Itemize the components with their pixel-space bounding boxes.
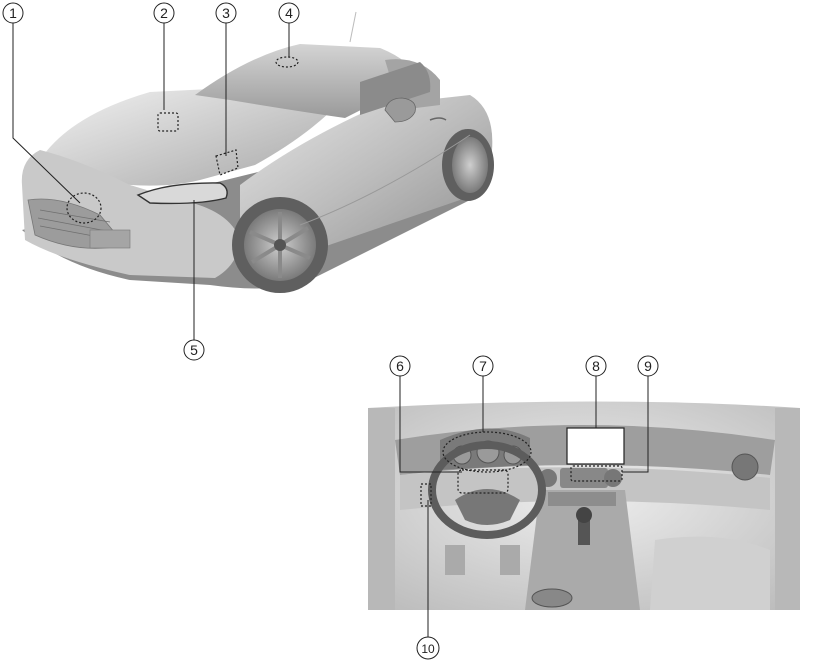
callout-4: 4 <box>278 2 300 24</box>
marker-6 <box>457 469 509 494</box>
svg-text:2: 2 <box>160 5 168 21</box>
callout-10: 10 <box>416 636 440 660</box>
callout-2: 2 <box>153 2 175 24</box>
callout-1: 1 <box>2 2 24 24</box>
marker-10 <box>420 483 432 507</box>
callout-7: 7 <box>472 355 494 377</box>
leader-lines <box>12 23 649 637</box>
center-display <box>566 427 625 465</box>
callout-5: 5 <box>183 339 205 361</box>
callout-6: 6 <box>389 355 411 377</box>
exterior-car-illustration <box>21 11 494 293</box>
callout-3: 3 <box>215 2 237 24</box>
svg-text:10: 10 <box>421 642 435 656</box>
svg-text:5: 5 <box>190 342 198 358</box>
svg-text:4: 4 <box>285 5 293 21</box>
callout-8: 8 <box>585 355 607 377</box>
marker-7 <box>442 431 532 473</box>
marker-3 <box>215 149 239 176</box>
svg-text:7: 7 <box>479 358 487 374</box>
callout-9: 9 <box>637 355 659 377</box>
svg-text:8: 8 <box>592 358 600 374</box>
svg-text:1: 1 <box>9 5 17 21</box>
svg-text:9: 9 <box>644 358 652 374</box>
svg-text:6: 6 <box>396 358 404 374</box>
marker-4 <box>275 56 299 68</box>
svg-text:3: 3 <box>222 5 230 21</box>
marker-1 <box>66 192 102 224</box>
marker-2 <box>157 112 179 132</box>
interior-dashboard-illustration <box>368 401 800 610</box>
